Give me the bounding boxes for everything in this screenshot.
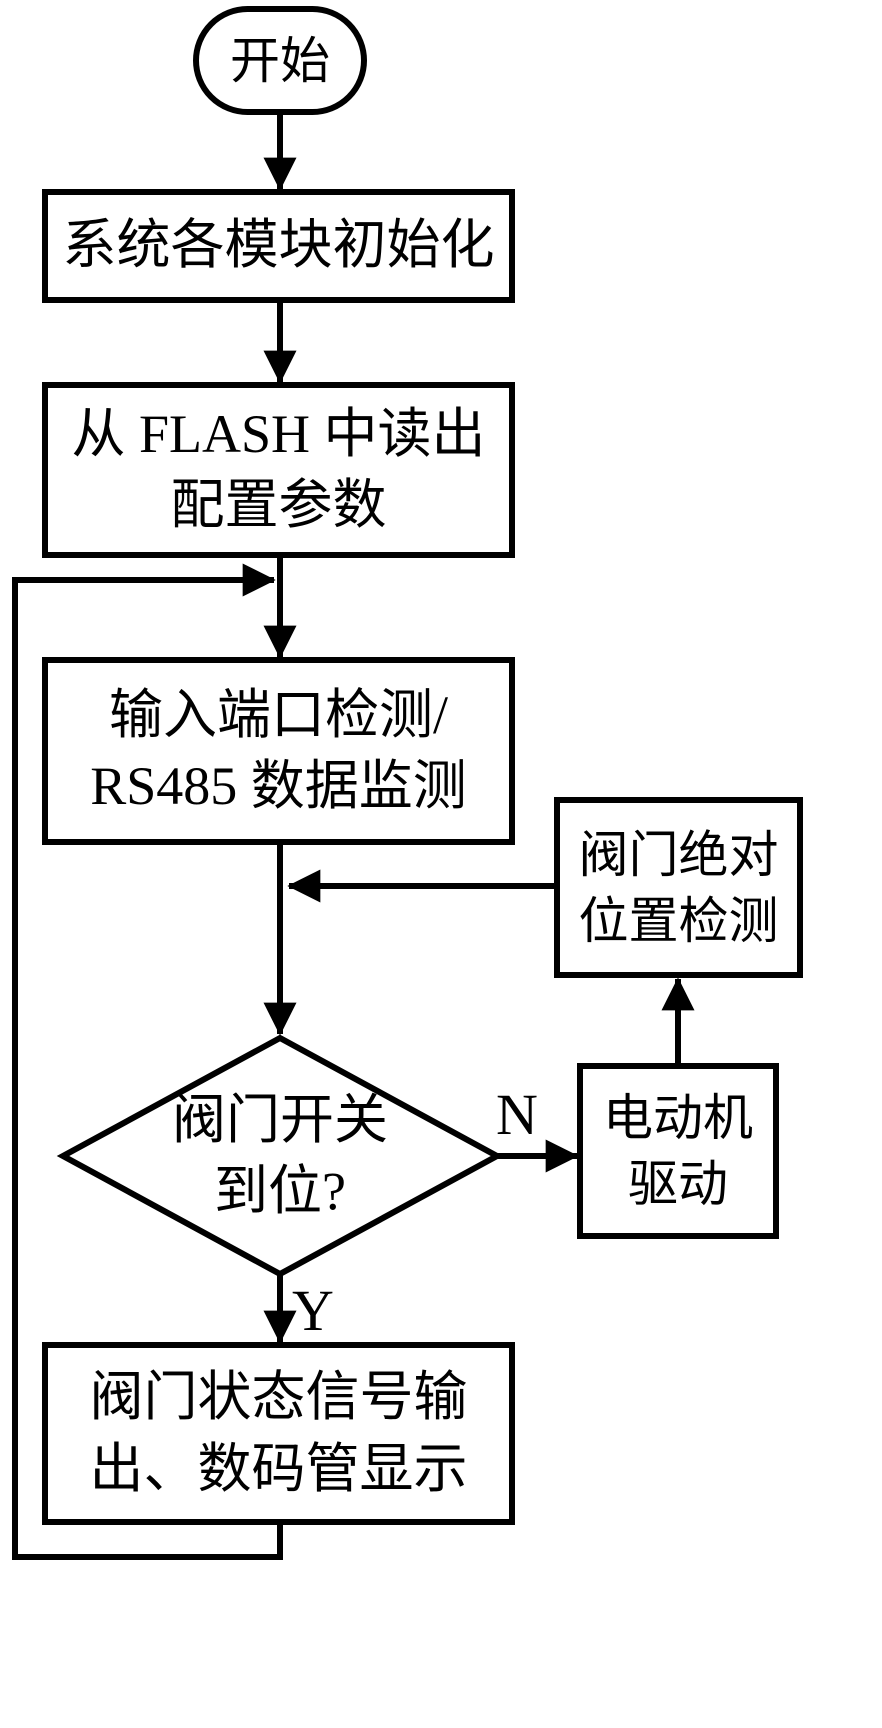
edge-loop-back	[12, 563, 283, 1560]
status-output-process-shape	[42, 1342, 515, 1525]
input-detect-process-shape	[42, 657, 515, 845]
init-process-shape	[42, 189, 515, 303]
start-terminal-shape	[193, 6, 367, 115]
decision-diamond-shape	[56, 1034, 504, 1278]
read-flash-process-shape	[42, 382, 515, 558]
valve-abs-pos-process-shape	[554, 797, 803, 978]
motor-drive-process-shape	[577, 1063, 779, 1239]
